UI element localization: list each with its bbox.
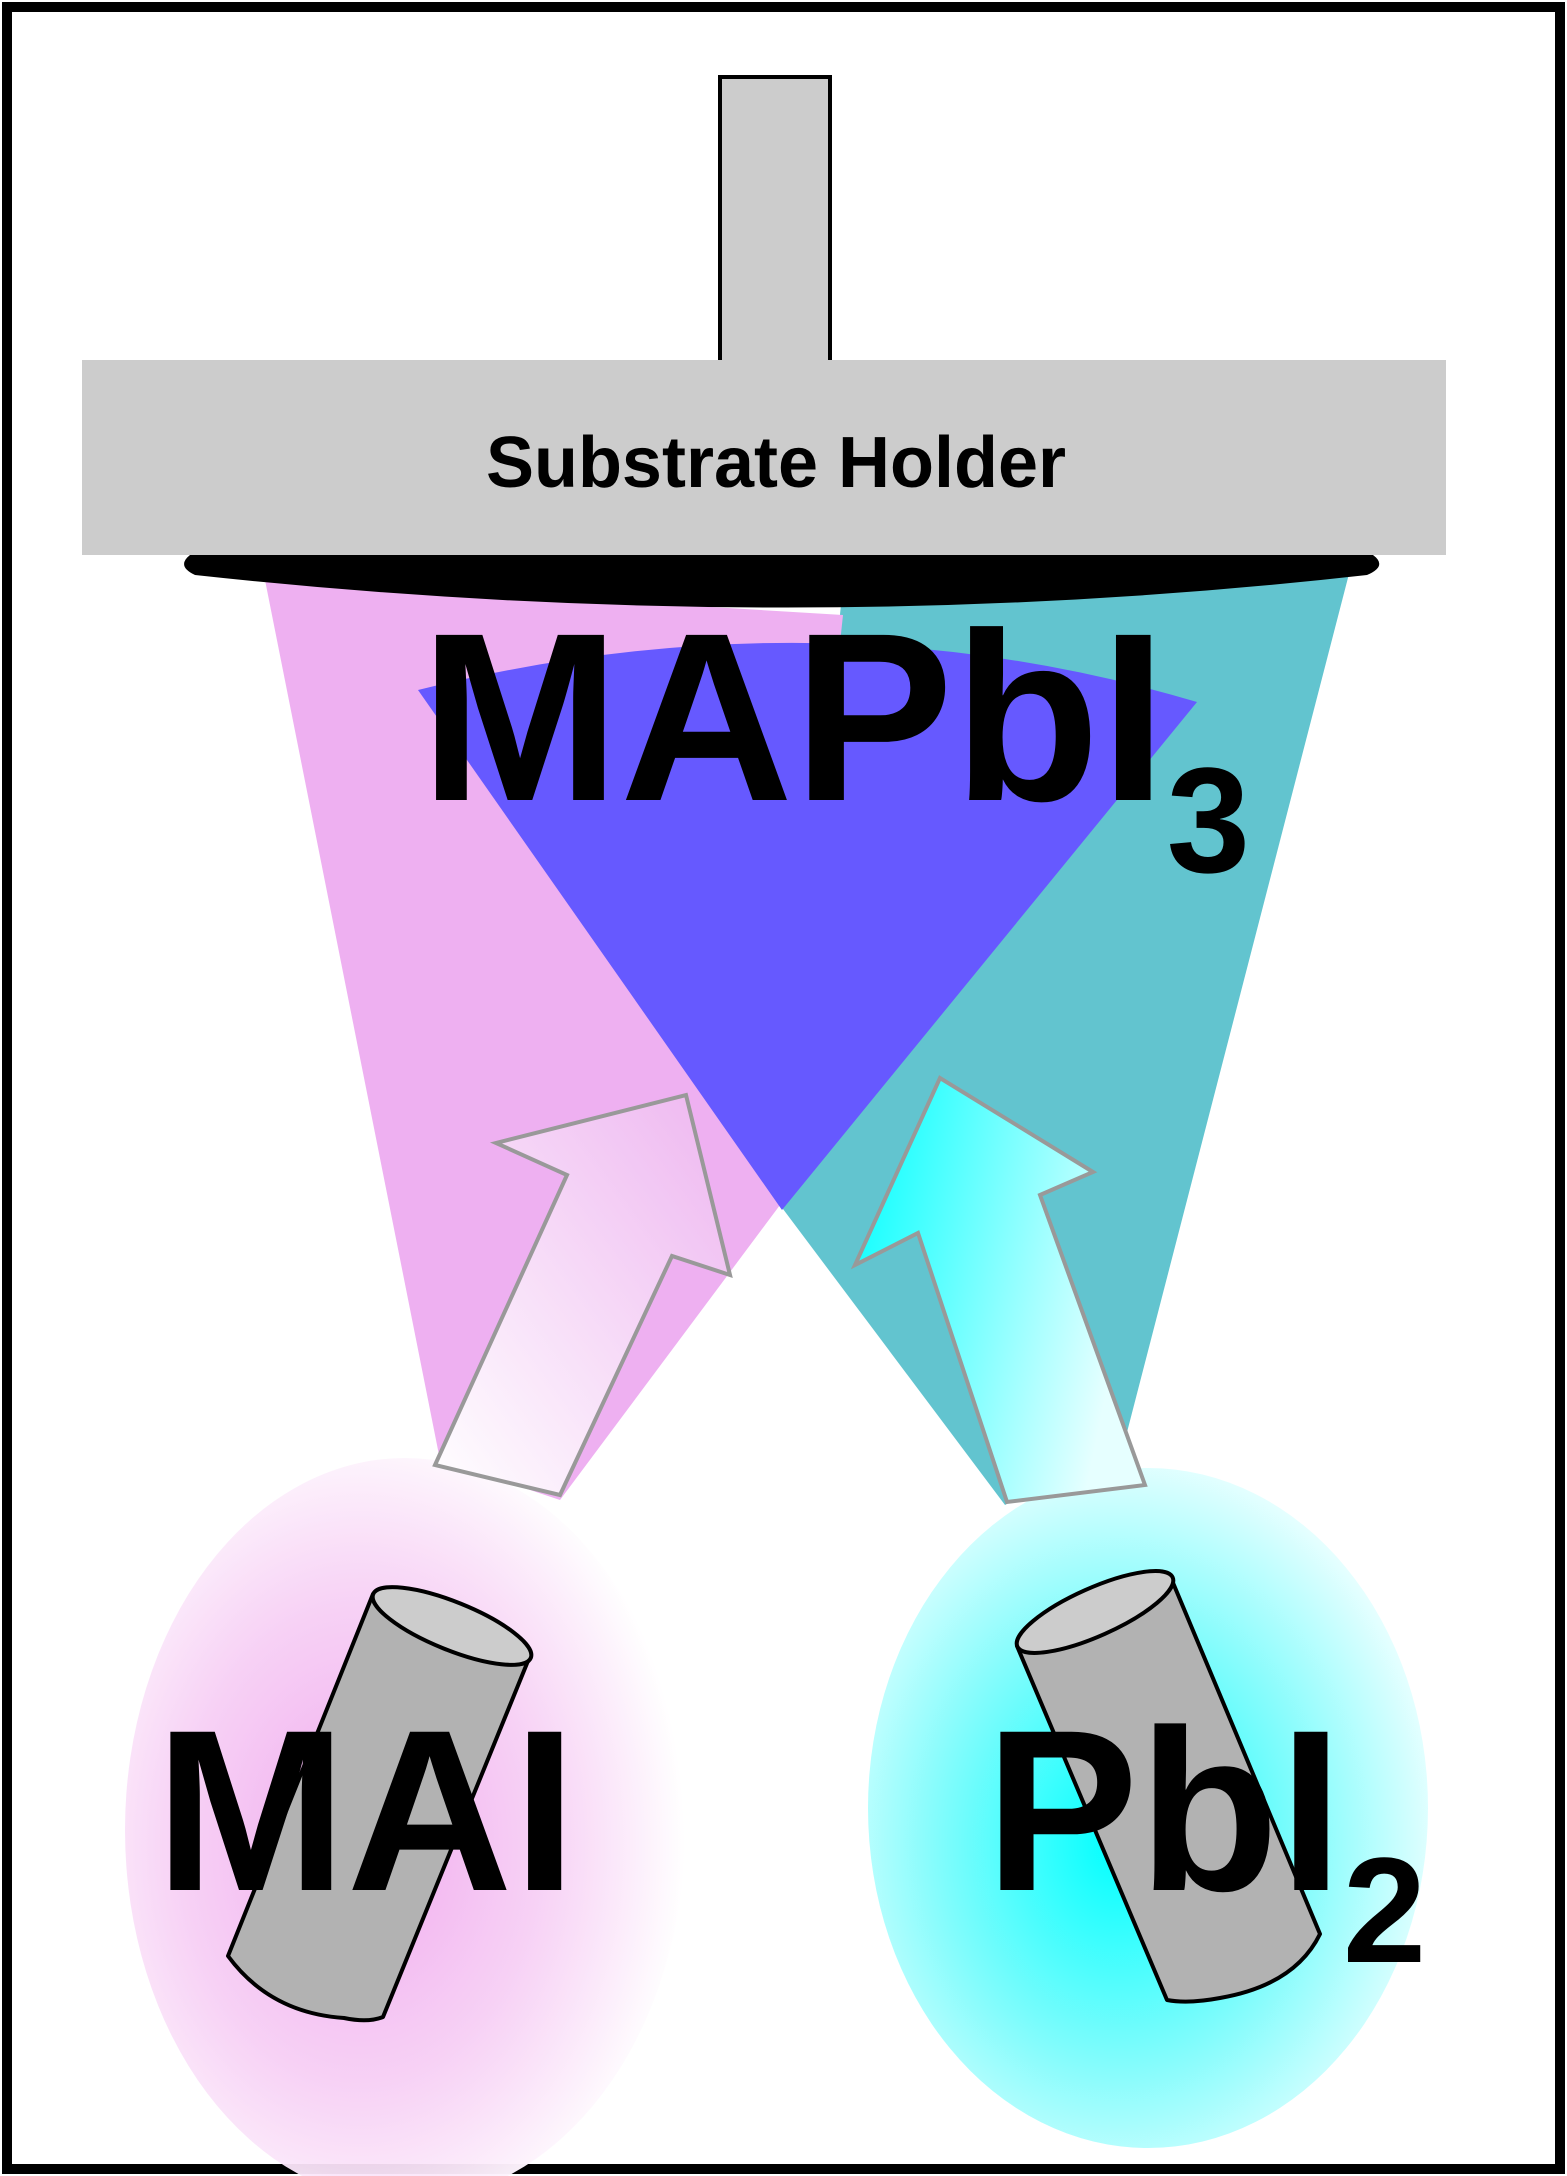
pbi2-crucible	[1014, 1569, 1322, 2004]
substrate-holder-plate	[82, 360, 1446, 555]
pbi2-crucible-body	[1015, 1576, 1322, 2004]
pbi2-flux-arrow	[850, 1075, 1148, 1505]
pbi2-formula: PbI	[985, 1682, 1343, 1939]
pbi2-crucible-opening	[1014, 1569, 1176, 1655]
mapbi3-overlap-wedge	[418, 642, 1197, 1210]
mai-crucible-body	[226, 1592, 532, 2023]
mai-label: MAI	[155, 1682, 577, 1939]
mapbi3-label: MAPbI3	[420, 583, 1250, 904]
pbi2-subscript: 2	[1343, 1826, 1426, 1994]
substrate	[184, 555, 1380, 608]
substrate-holder-label: Substrate Holder	[486, 423, 1066, 503]
mapbi3-formula: MAPbI	[420, 583, 1167, 851]
mai-formula: MAI	[155, 1682, 577, 1939]
mai-crucible-opening	[370, 1585, 534, 1667]
substrate-holder-rod	[718, 75, 832, 369]
mai-crucible	[226, 1585, 534, 2023]
pbi2-label: PbI2	[985, 1682, 1426, 1994]
mai-flux-arrow	[432, 1092, 733, 1498]
mapbi3-subscript: 3	[1167, 736, 1250, 904]
